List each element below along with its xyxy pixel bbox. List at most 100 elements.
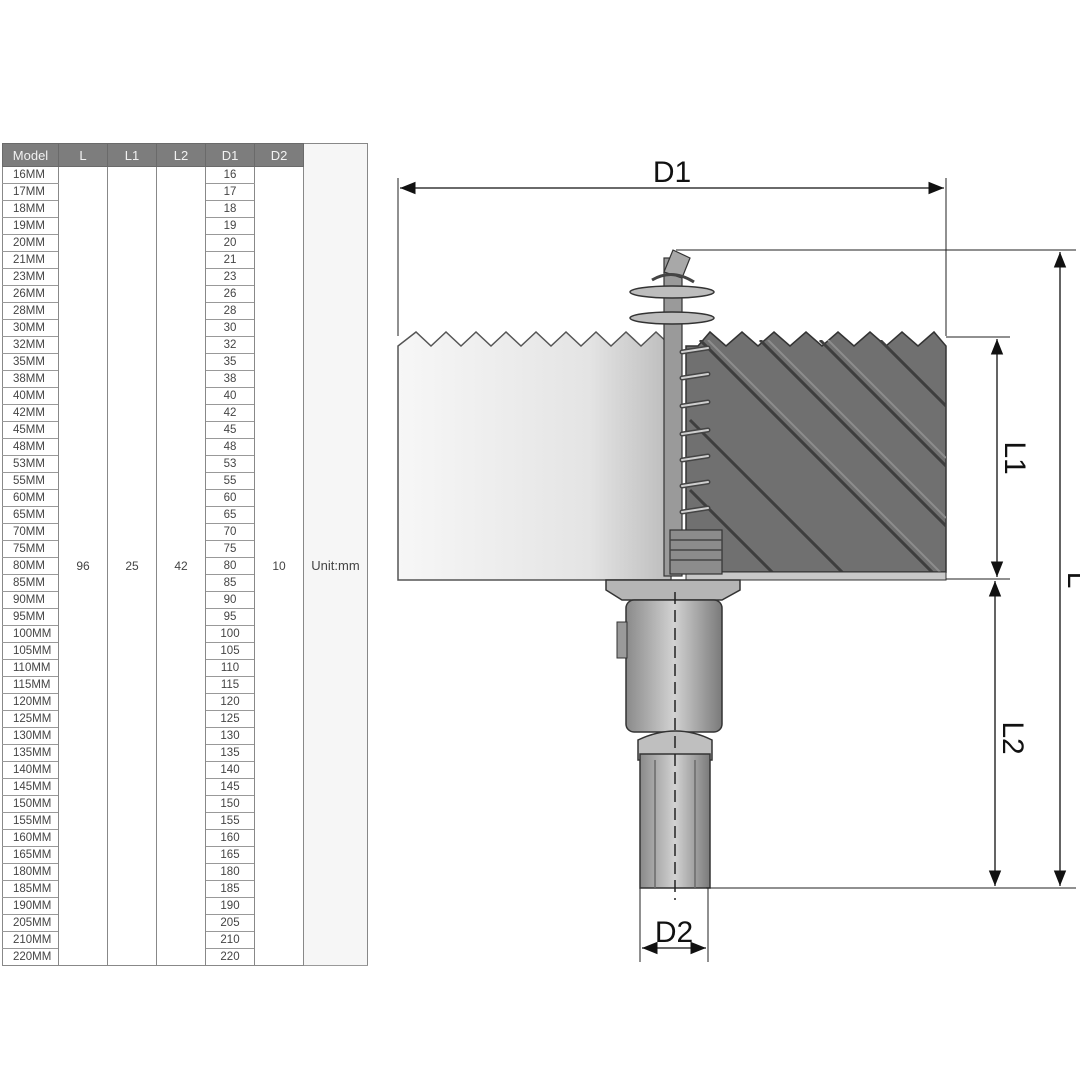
cell-model: 120MM [2,693,59,711]
cell-model: 95MM [2,608,59,626]
cell-model: 75MM [2,540,59,558]
table-row: 180MM 180 [2,863,368,881]
base-plate [685,571,947,581]
label-l: L [1061,572,1080,589]
cell-model: 130MM [2,727,59,745]
cell-model: 80MM [2,557,59,575]
cell-d1: 21 [205,251,255,269]
cell-model: 23MM [2,268,59,286]
cell-d1: 150 [205,795,255,813]
cell-d1: 55 [205,472,255,490]
cell-d1: 105 [205,642,255,660]
cell-d1: 115 [205,676,255,694]
section-hatching [688,340,946,572]
cell-d1: 210 [205,931,255,949]
cell-model: 38MM [2,370,59,388]
cell-d1: 40 [205,387,255,405]
cell-d1: 60 [205,489,255,507]
table-row: 85MM 85 [2,574,368,592]
table-row: 17MM 17 [2,183,368,201]
table-row: 135MM 135 [2,744,368,762]
cell-d1: 28 [205,302,255,320]
cell-model: 115MM [2,676,59,694]
cell-model: 180MM [2,863,59,881]
table-row: 40MM 40 [2,387,368,405]
cell-model: 90MM [2,591,59,609]
cell-model: 26MM [2,285,59,303]
cell-d1: 190 [205,897,255,915]
cell-model: 40MM [2,387,59,405]
cell-d1: 30 [205,319,255,337]
cell-model: 190MM [2,897,59,915]
cell-d1: 160 [205,829,255,847]
table-row: 26MM 26 [2,285,368,303]
cell-shared-l: 96 [58,166,108,966]
cell-model: 30MM [2,319,59,337]
cell-d1: 145 [205,778,255,796]
cell-d1: 135 [205,744,255,762]
cell-d1: 23 [205,268,255,286]
dimension-d1: D1 [397,156,947,336]
cell-d1: 180 [205,863,255,881]
arbor-shank [605,579,741,900]
cell-model: 220MM [2,948,59,966]
cell-shared-l1: 25 [107,166,157,966]
cell-d1: 53 [205,455,255,473]
table-row: 125MM 125 [2,710,368,728]
cell-model: 135MM [2,744,59,762]
table-row: 21MM 21 [2,251,368,269]
cell-d1: 125 [205,710,255,728]
cell-model: 100MM [2,625,59,643]
cell-model: 105MM [2,642,59,660]
cell-d1: 90 [205,591,255,609]
cell-model: 125MM [2,710,59,728]
table-row: 23MM 23 [2,268,368,286]
cell-model: 65MM [2,506,59,524]
table-row: 145MM 145 [2,778,368,796]
cell-d1: 26 [205,285,255,303]
label-l1: L1 [998,441,1031,474]
cell-d1: 95 [205,608,255,626]
cell-model: 165MM [2,846,59,864]
table-header-row: Model L L1 L2 D1 D2 [2,143,368,167]
cell-model: 140MM [2,761,59,779]
header-l: L [58,143,108,167]
cell-model: 85MM [2,574,59,592]
table-row: 95MM 95 [2,608,368,626]
header-unit-blank [303,143,368,167]
cell-model: 32MM [2,336,59,354]
cell-model: 17MM [2,183,59,201]
table-row: 115MM 115 [2,676,368,694]
cell-d1: 155 [205,812,255,830]
cell-model: 21MM [2,251,59,269]
cell-shared-l2: 42 [156,166,206,966]
cell-d1: 17 [205,183,255,201]
header-l1: L1 [107,143,157,167]
cell-d1: 42 [205,404,255,422]
header-d2: D2 [254,143,304,167]
cell-d1: 85 [205,574,255,592]
cell-model: 145MM [2,778,59,796]
cell-model: 16MM [2,166,59,184]
cell-d1: 48 [205,438,255,456]
cell-d1: 110 [205,659,255,677]
